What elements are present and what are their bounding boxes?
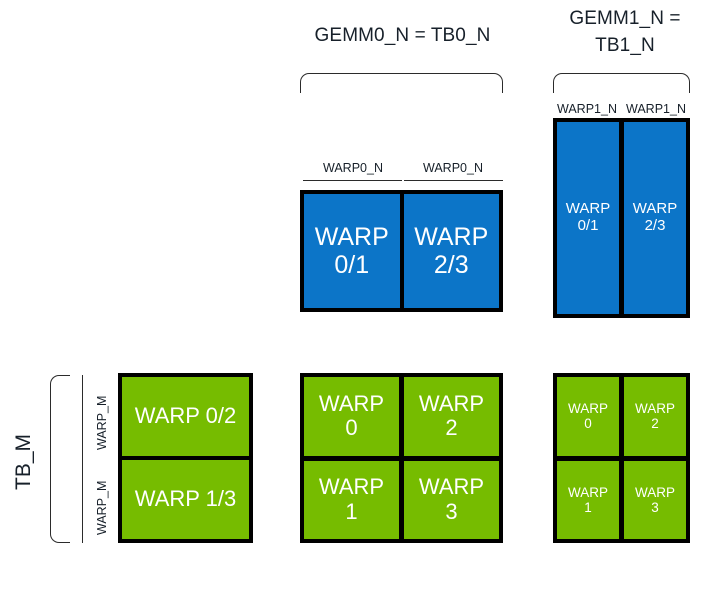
gemm0-top-blue-block: WARP 0/1 WARP 2/3: [300, 190, 503, 312]
gemm1-blue-cell-warp-0-1[interactable]: WARP 0/1: [557, 122, 619, 314]
left-green-cell-warp-1-3[interactable]: WARP 1/3: [122, 460, 249, 539]
right-green-cell-warp-0-line1: WARP: [568, 401, 608, 417]
right-green-cell-warp-2-line2: 2: [651, 416, 659, 432]
mid-green-cell-warp-1[interactable]: WARP 1: [304, 460, 399, 539]
tb-m-label: TB_M: [12, 433, 35, 490]
right-green-cell-warp-1[interactable]: WARP 1: [557, 460, 619, 539]
left-green-block: WARP 0/2 WARP 1/3: [118, 373, 253, 543]
gemm1-header-line1: GEMM1_N =: [569, 8, 681, 29]
right-green-cell-warp-0[interactable]: WARP 0: [557, 377, 619, 456]
right-green-cell-warp-2[interactable]: WARP 2: [624, 377, 686, 456]
warp0-n-tick-left: [303, 180, 402, 181]
right-green-row-bottom: WARP 1 WARP 3: [557, 460, 686, 539]
right-green-cell-warp-2-line1: WARP: [635, 401, 675, 417]
warp-m-label-bottom: WARP_M: [95, 480, 109, 535]
right-green-cell-warp-3[interactable]: WARP 3: [624, 460, 686, 539]
mid-green-cell-warp-2[interactable]: WARP 2: [404, 377, 499, 456]
left-green-cell-warp-0-2-label: WARP 0/2: [134, 403, 237, 429]
gemm0-blue-cell-warp-0-1-line2: 0/1: [334, 251, 370, 279]
left-green-cell-warp-0-2[interactable]: WARP 0/2: [122, 377, 249, 456]
gemm1-blue-cell-warp-2-3[interactable]: WARP 2/3: [624, 122, 686, 314]
warp-m-label-top: WARP_M: [95, 395, 109, 450]
mid-green-block: WARP 0 WARP 2 WARP 1 WARP 3: [300, 373, 503, 543]
gemm1-blue-cell-warp-2-3-line1: WARP: [632, 200, 678, 218]
gemm1-header-label: GEMM1_N = TB1_N: [545, 5, 705, 59]
gemm1-blue-cell-warp-0-1-line1: WARP: [565, 200, 611, 218]
warp1-n-caption-left: WARP1_N: [557, 102, 617, 116]
mid-green-cell-warp-1-line2: 1: [345, 498, 358, 524]
gemm1-top-blue-block: WARP 0/1 WARP 2/3: [553, 118, 690, 318]
gemm1-blue-cell-warp-2-3-line2: 2/3: [644, 217, 666, 234]
mid-green-cell-warp-0-line2: 0: [345, 415, 358, 441]
gemm1-blue-cell-warp-0-1-line2: 0/1: [577, 217, 599, 234]
gemm0-blue-cell-warp-2-3-line1: WARP: [414, 223, 489, 251]
gemm0-blue-cell-warp-2-3-line2: 2/3: [433, 251, 469, 279]
right-green-cell-warp-0-line2: 0: [584, 416, 592, 432]
right-green-row-top: WARP 0 WARP 2: [557, 377, 686, 456]
mid-green-cell-warp-0-line1: WARP: [318, 390, 385, 416]
right-green-block: WARP 0 WARP 2 WARP 1 WARP 3: [553, 373, 690, 543]
right-green-cell-warp-3-line1: WARP: [635, 484, 675, 500]
gemm0-blue-cell-warp-2-3[interactable]: WARP 2/3: [403, 194, 499, 308]
warp1-n-caption-right: WARP1_N: [626, 102, 686, 116]
gemm0-span-bracket: [300, 73, 503, 93]
mid-green-cell-warp-0[interactable]: WARP 0: [304, 377, 399, 456]
warp0-n-tick-right: [404, 180, 503, 181]
tb-m-bracket: [50, 375, 70, 543]
mid-green-cell-warp-2-line1: WARP: [418, 390, 485, 416]
mid-green-cell-warp-2-line2: 2: [445, 415, 458, 441]
left-green-cell-warp-1-3-label: WARP 1/3: [134, 486, 237, 512]
mid-green-cell-warp-3-line1: WARP: [418, 474, 485, 500]
warp-m-tick-top: [82, 375, 83, 459]
mid-green-row-bottom: WARP 1 WARP 3: [304, 460, 499, 539]
warp0-n-caption-right: WARP0_N: [423, 161, 483, 175]
right-green-cell-warp-1-line2: 1: [584, 499, 592, 515]
mid-green-cell-warp-3-line2: 3: [445, 498, 458, 524]
right-green-cell-warp-1-line1: WARP: [568, 484, 608, 500]
gemm0-blue-cell-warp-0-1-line1: WARP: [314, 223, 389, 251]
right-green-cell-warp-3-line2: 3: [651, 499, 659, 515]
gemm1-header-line2: TB1_N: [595, 35, 655, 56]
warp0-n-caption-left: WARP0_N: [323, 161, 383, 175]
warp-m-tick-bottom: [82, 459, 83, 543]
mid-green-row-top: WARP 0 WARP 2: [304, 377, 499, 456]
mid-green-cell-warp-1-line1: WARP: [318, 474, 385, 500]
gemm1-span-bracket: [553, 73, 690, 93]
gemm0-blue-cell-warp-0-1[interactable]: WARP 0/1: [304, 194, 400, 308]
mid-green-cell-warp-3[interactable]: WARP 3: [404, 460, 499, 539]
gemm0-header-label: GEMM0_N = TB0_N: [314, 25, 491, 46]
